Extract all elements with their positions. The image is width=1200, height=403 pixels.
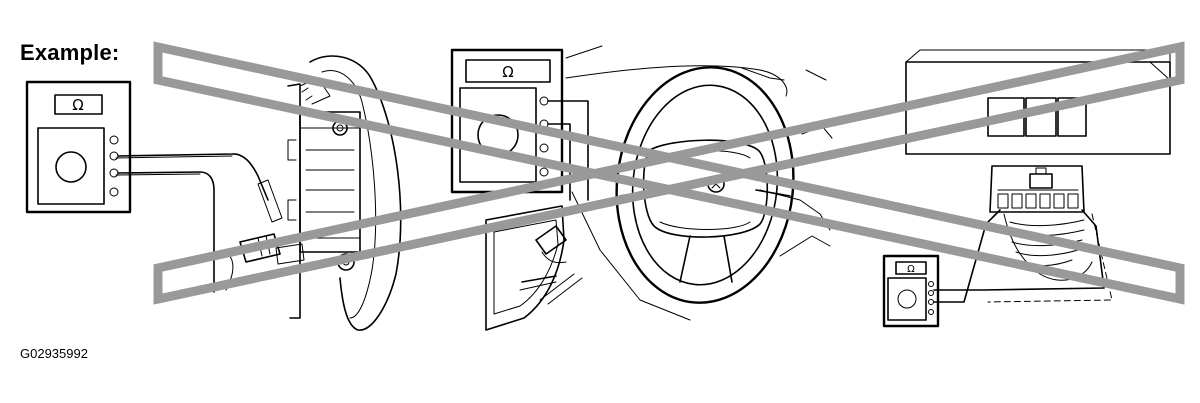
dashboard-outline — [485, 45, 833, 331]
ohmmeter-icon: Ω — [25, 80, 132, 214]
example-title: Example: — [20, 40, 120, 65]
ohm-symbol-right: Ω — [907, 264, 915, 275]
ohm-symbol-centre: Ω — [502, 63, 513, 81]
cross-diagonal-down — [153, 41, 1185, 305]
probe-leads-left — [115, 153, 283, 293]
figure-code: G02935992 — [20, 346, 88, 361]
prohibited-cross-icon — [153, 41, 1185, 305]
cross-diagonal-up — [153, 41, 1185, 305]
ohm-symbol: Ω — [72, 96, 83, 114]
airbag-module-icon — [225, 55, 402, 331]
ohmmeter-icon-right: Ω — [882, 254, 940, 328]
